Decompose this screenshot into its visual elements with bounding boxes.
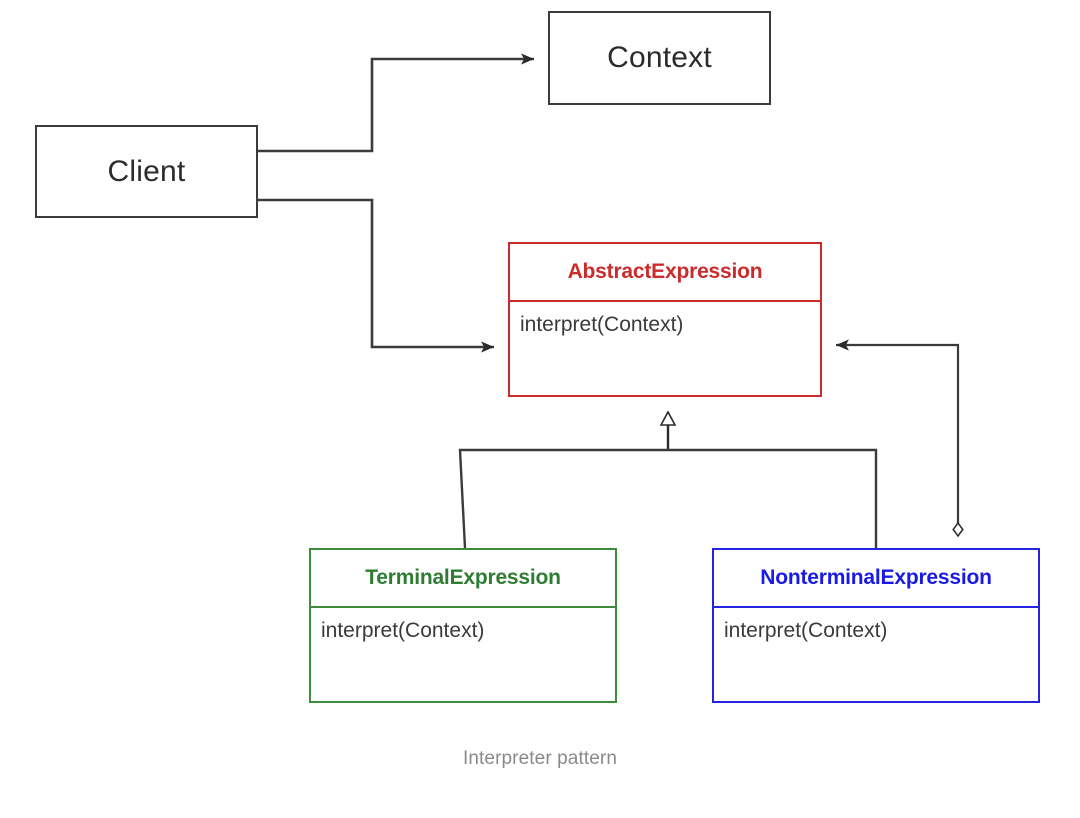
node-abstract-expression[interactable]: AbstractExpression interpret(Context) (508, 242, 822, 397)
edge-client-uses-context (258, 53, 534, 153)
node-nonterminal-expression-methods: interpret(Context) (714, 606, 1038, 705)
edge-nonterminal-expression-aggregates-abstract-expression (836, 345, 958, 536)
node-abstract-expression-methods: interpret(Context) (510, 300, 820, 399)
edge-nonterminal-expression-inherits-abstract-expression (668, 448, 878, 548)
node-terminal-expression-methods: interpret(Context) (311, 606, 615, 705)
edge-client-uses-abstract-expression (258, 198, 494, 353)
node-nonterminal-expression-title: NonterminalExpression (760, 566, 992, 589)
diagram-caption: Interpreter pattern (463, 748, 617, 769)
edge-terminal-expression-inherits-abstract-expression (458, 448, 668, 549)
node-terminal-expression[interactable]: TerminalExpression interpret(Context) (309, 548, 617, 703)
node-context[interactable]: Context (548, 11, 771, 105)
node-client[interactable]: Client (35, 125, 258, 218)
node-terminal-expression-title: TerminalExpression (365, 566, 561, 589)
node-client-label: Client (107, 154, 186, 188)
node-abstract-expression-title: AbstractExpression (567, 260, 763, 283)
node-context-label: Context (607, 41, 712, 74)
node-nonterminal-expression[interactable]: NonterminalExpression interpret(Context) (712, 548, 1040, 703)
